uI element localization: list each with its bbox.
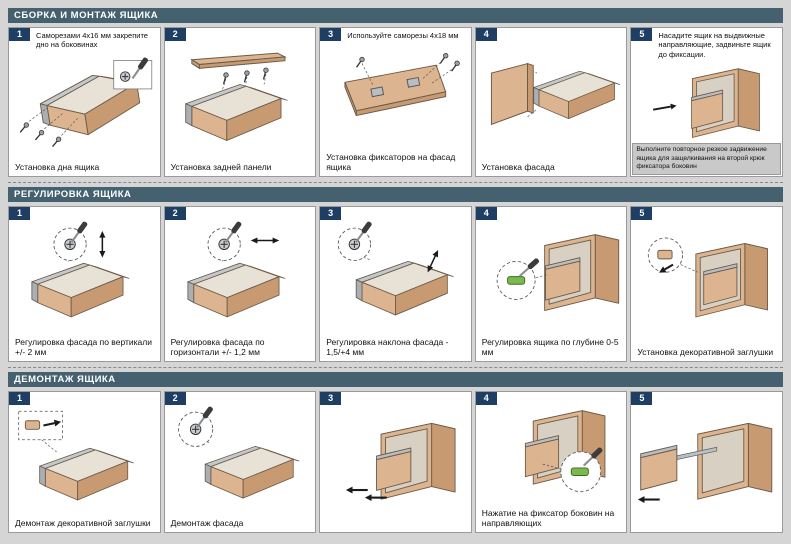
step-number-badge: 1	[9, 207, 30, 220]
step-number-badge: 4	[475, 28, 497, 41]
assembly-steps-row: 1 Саморезами 4х16 мм закрепите дно на бо…	[8, 27, 783, 177]
step-panel-removal-2: 2 Демонтаж фасада	[163, 391, 317, 533]
step-number-badge: 3	[320, 207, 342, 220]
step-caption: Регулировка фасада по горизонтали +/- 1,…	[170, 336, 265, 357]
step-caption: Установка дна ящика	[15, 161, 100, 172]
step-number-badge: 4	[475, 207, 497, 220]
illus-press-fixator	[480, 394, 623, 508]
step-caption: Регулировка наклона фасада - 1,5/+4 мм	[326, 336, 449, 357]
step-number-badge: 2	[164, 392, 186, 405]
step-caption: Регулировка ящика по глубине 0-5 мм	[481, 336, 619, 357]
illus-install-facade	[480, 30, 623, 162]
section-header-removal: ДЕМОНТАЖ ЯЩИКА	[8, 372, 783, 387]
step-panel-assembly-4: 4 Установка фасада	[474, 27, 628, 177]
step-panel-removal-5: 5	[630, 391, 783, 533]
adjustment-steps-row: 1 Регулировка фасада по вертикали +/- 2 …	[8, 206, 783, 362]
step-caption: Демонтаж фасада	[170, 517, 244, 528]
step-instruction: Используйте саморезы 4х18 мм	[347, 31, 459, 40]
step-panel-assembly-5: 5 Насадите ящик на выдвижные направляющи…	[630, 27, 783, 177]
step-caption: Регулировка фасада по вертикали +/- 2 мм	[15, 336, 152, 357]
illus-remove-facade	[169, 394, 312, 518]
step-number-badge: 3	[320, 28, 342, 41]
step-number-badge: 5	[631, 207, 653, 220]
illus-pull-out-drawer	[324, 394, 467, 529]
section-title: СБОРКА И МОНТАЖ ЯЩИКА	[14, 10, 159, 21]
step-panel-assembly-2: 2 Установка задней панели	[163, 27, 317, 177]
step-panel-adjust-1: 1 Регулировка фасада по вертикали +/- 2 …	[8, 206, 161, 362]
step-panel-removal-3: 3	[319, 391, 472, 533]
section-header-adjustment: РЕГУЛИРОВКА ЯЩИКА	[8, 187, 783, 202]
step-number-badge: 2	[164, 207, 186, 220]
illus-adjust-tilt	[324, 209, 467, 337]
step-number-badge: 1	[9, 28, 30, 41]
step-panel-removal-1: 1 Демонтаж декоративной заглушки	[8, 391, 161, 533]
step-caption: Нажатие на фиксатор боковин на направляю…	[481, 507, 615, 528]
step-number-badge: 4	[475, 392, 497, 405]
illus-install-bottom	[13, 50, 156, 162]
illus-adjust-horizontal	[169, 209, 312, 337]
step-panel-adjust-4: 4 Регулировка ящика по глубине 0-5 мм	[474, 206, 628, 362]
step-caption: Установка фиксаторов на фасад ящика	[326, 151, 456, 172]
step-panel-assembly-3: 3 Используйте саморезы 4х18 мм Установка…	[319, 27, 472, 177]
illus-install-plug	[635, 209, 778, 347]
illus-remove-plug	[13, 394, 156, 518]
illus-remove-drawer	[635, 394, 778, 529]
step-instruction: Саморезами 4х16 мм закрепите дно на боко…	[36, 31, 148, 50]
step-panel-assembly-1: 1 Саморезами 4х16 мм закрепите дно на бо…	[8, 27, 161, 177]
illus-install-back-panel	[169, 30, 312, 162]
step-number-badge: 5	[631, 28, 653, 41]
step-panel-adjust-2: 2 Регулировка фасада по горизонтали +/- …	[163, 206, 317, 362]
illus-adjust-vertical	[13, 209, 156, 337]
step-caption: Установка декоративной заглушки	[637, 346, 774, 357]
step-panel-adjust-3: 3 Регулировка наклона фасада - 1,5/+4 мм	[319, 206, 472, 362]
section-title: РЕГУЛИРОВКА ЯЩИКА	[14, 189, 132, 200]
section-divider	[8, 182, 783, 183]
step-number-badge: 1	[9, 392, 30, 405]
section-title: ДЕМОНТАЖ ЯЩИКА	[14, 374, 116, 385]
step-number-badge: 5	[631, 392, 653, 405]
illus-mount-on-runners	[635, 59, 778, 141]
step-number-badge: 2	[164, 28, 186, 41]
step-caption: Установка фасада	[481, 161, 555, 172]
step-caption: Демонтаж декоративной заглушки	[15, 517, 151, 528]
step-caption: Установка задней панели	[170, 161, 272, 172]
section-divider	[8, 367, 783, 368]
removal-steps-row: 1 Демонтаж декоративной заглушки 2 Демон…	[8, 391, 783, 533]
step-instruction: Насадите ящик на выдвижные направляющие,…	[658, 31, 771, 59]
step-panel-adjust-5: 5 Установка декоративной заглушки	[630, 206, 783, 362]
step-panel-removal-4: 4 Нажатие на фиксатор боковин на направл…	[474, 391, 628, 533]
section-header-assembly: СБОРКА И МОНТАЖ ЯЩИКА	[8, 8, 783, 23]
step-footer-note: Выполните повторное резкое задвижение ящ…	[632, 142, 781, 175]
illus-install-fixators	[324, 40, 467, 151]
illus-adjust-depth	[480, 209, 623, 337]
step-number-badge: 3	[320, 392, 342, 405]
